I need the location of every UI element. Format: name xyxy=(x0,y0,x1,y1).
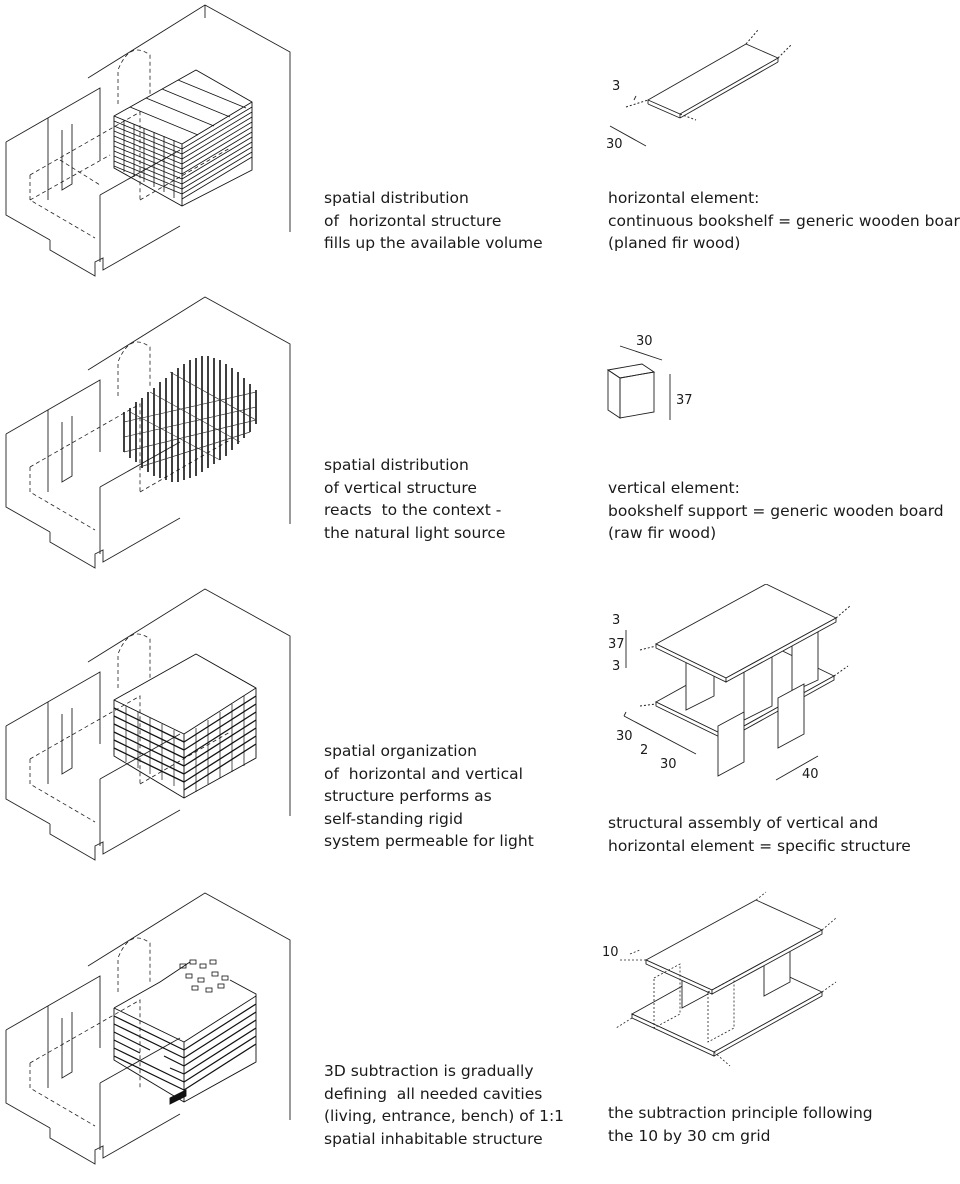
caption-subtraction: 3D subtraction is gradually defining all… xyxy=(324,1062,565,1148)
dim-bottom-3: 3 xyxy=(612,659,621,674)
dim-width-30-vertical: 30 xyxy=(636,334,653,349)
dim-spacing-40: 40 xyxy=(802,767,819,782)
board-vertical-drawing xyxy=(596,292,960,442)
dim-thickness-3: 3 xyxy=(612,79,621,94)
room-axonometric-horizontal xyxy=(0,0,300,290)
row-subtraction: 3D subtraction is gradually defining all… xyxy=(0,888,960,1184)
subtraction-drawing xyxy=(596,888,960,1088)
dim-height-37: 37 xyxy=(676,393,693,408)
detail-horizontal-element: 3 30 horizontal element: continuous book… xyxy=(596,0,960,296)
room-axonometric-assembly xyxy=(0,584,300,874)
room-axonometric-subtraction xyxy=(0,888,300,1178)
dim-top-3: 3 xyxy=(612,613,621,628)
caption-vertical-structure: spatial distribution of vertical structu… xyxy=(324,456,506,542)
dim-grid-10: 10 xyxy=(602,945,619,960)
detail-subtraction-principle: 10 the subtraction principle following t… xyxy=(596,888,960,1184)
detail-text-horizontal: horizontal element: continuous bookshelf… xyxy=(608,189,960,252)
board-horizontal-drawing xyxy=(596,0,960,180)
dim-gap-2: 2 xyxy=(640,743,649,758)
caption-horizontal-structure: spatial distribution of horizontal struc… xyxy=(324,189,543,252)
dim-depth-30-right: 30 xyxy=(660,757,677,772)
detail-structural-assembly: 3 37 3 30 2 30 40 structural assembly of… xyxy=(596,584,960,880)
room-axonometric-vertical xyxy=(0,292,300,582)
detail-text-assembly: structural assembly of vertical and hori… xyxy=(608,814,911,855)
dim-depth-30-left: 30 xyxy=(616,729,633,744)
dim-width-30: 30 xyxy=(606,137,623,152)
detail-text-vertical: vertical element: bookshelf support = ge… xyxy=(608,479,944,542)
detail-vertical-element: 30 37 vertical element: bookshelf suppor… xyxy=(596,292,960,588)
row-structural-assembly: spatial organization of horizontal and v… xyxy=(0,584,960,880)
row-vertical-structure: spatial distribution of vertical structu… xyxy=(0,292,960,588)
dim-height-37-assembly: 37 xyxy=(608,637,625,652)
detail-text-subtraction: the subtraction principle following the … xyxy=(608,1104,873,1145)
caption-structural-assembly: spatial organization of horizontal and v… xyxy=(324,742,534,850)
assembly-drawing xyxy=(596,584,960,794)
row-horizontal-structure: spatial distribution of horizontal struc… xyxy=(0,0,960,296)
